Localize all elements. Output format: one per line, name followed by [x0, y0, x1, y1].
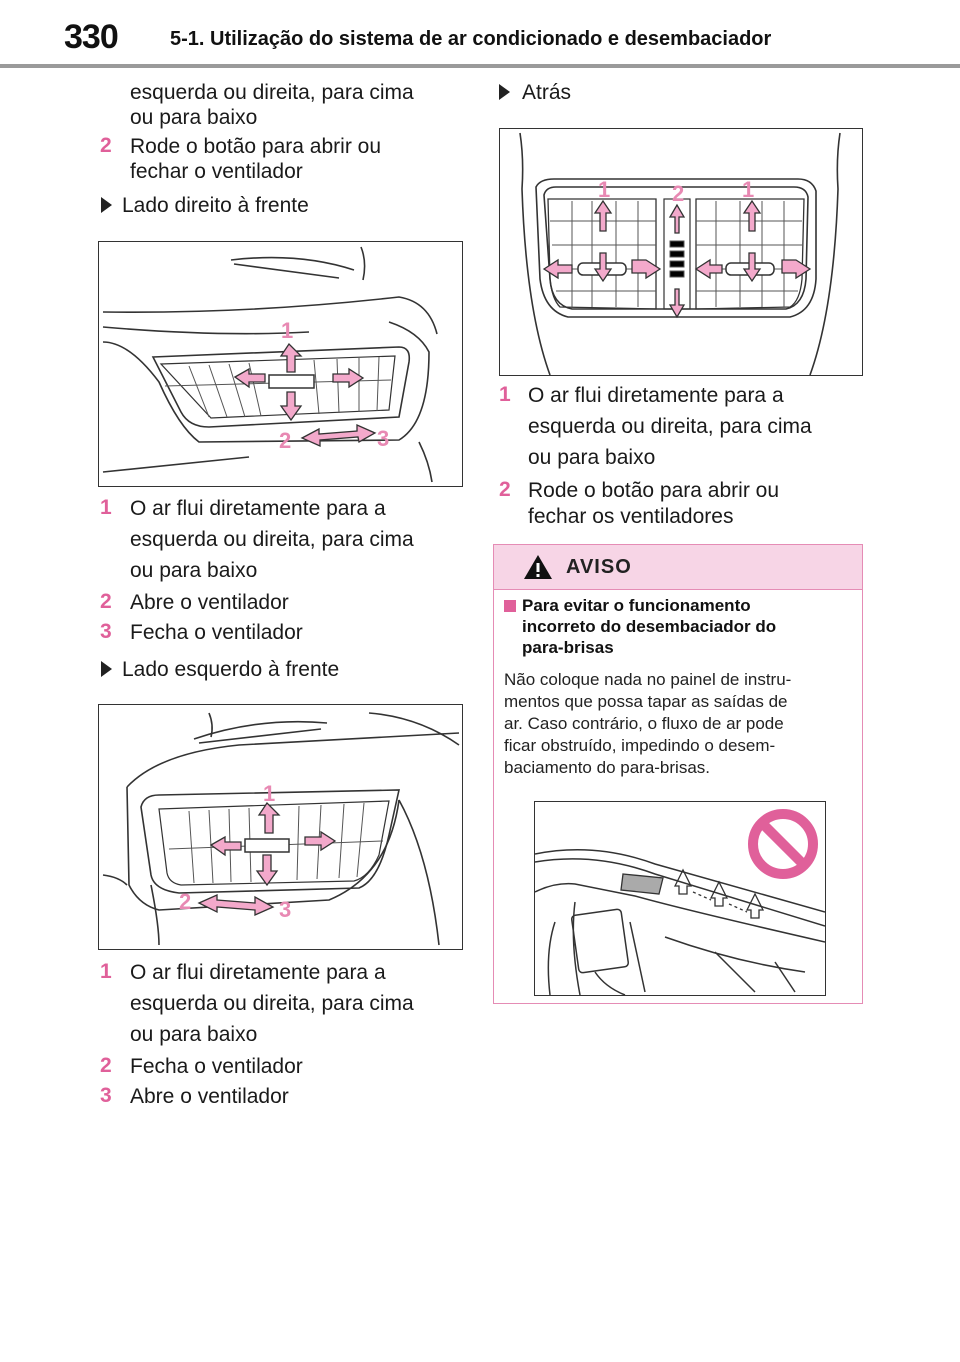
warning-body-line: ficar obstruído, impedindo o desem-: [504, 736, 776, 755]
intro-text-line-1: esquerda ou direita, para cima: [130, 81, 414, 104]
item-text: esquerda ou direita, para cima: [130, 992, 414, 1015]
item-text: ou para baixo: [130, 1023, 258, 1046]
callout-label: 1: [598, 177, 610, 202]
item-text: Rode o botão para abrir ou: [528, 479, 780, 502]
warning-title: AVISO: [566, 556, 632, 578]
item-number: 2: [100, 134, 112, 157]
bullet-triangle-icon: [101, 661, 112, 677]
callout-label: 3: [279, 897, 291, 922]
page-number: 330: [64, 18, 119, 56]
intro-item-2-line-2: fechar o ventilador: [130, 160, 303, 183]
section-title: 5-1. Utilização do sistema de ar condici…: [170, 28, 772, 50]
warning-body-line: baciamento do para-brisas.: [504, 758, 711, 777]
warning-subtitle-line: para-brisas: [522, 638, 614, 657]
item-text: esquerda ou direita, para cima: [130, 528, 414, 551]
item-text: ou para baixo: [528, 446, 656, 469]
front-right-vent-illustration: 1 2 3: [98, 241, 463, 487]
rear-vent-illustration: 1 2 1: [499, 128, 863, 376]
item-number: 1: [499, 383, 511, 406]
header-rule: [0, 64, 960, 68]
warning-body-line: Não coloque nada no painel de instru-: [504, 670, 792, 689]
item-text: Abre o ventilador: [130, 591, 289, 614]
page-header: 330 5-1. Utilização do sistema de ar con…: [0, 0, 960, 70]
item-number: 3: [100, 620, 112, 643]
intro-item-2-line-1: Rode o botão para abrir ou: [130, 135, 382, 158]
item-number: 3: [100, 1084, 112, 1107]
callout-label: 2: [279, 428, 291, 453]
front-left-heading: Lado esquerdo à frente: [122, 658, 340, 681]
intro-text-line-2: ou para baixo: [130, 106, 258, 129]
callout-label: 1: [263, 781, 275, 806]
bullet-triangle-icon: [101, 197, 112, 213]
front-right-heading: Lado direito à frente: [122, 194, 309, 217]
item-number: 2: [100, 1054, 112, 1077]
warning-header: AVISO: [494, 545, 862, 590]
warning-triangle-icon: [524, 555, 552, 579]
item-text: Abre o ventilador: [130, 1085, 289, 1108]
callout-label: 1: [281, 318, 293, 343]
item-number: 2: [499, 478, 511, 501]
callout-label: 3: [377, 426, 389, 451]
item-number: 1: [100, 960, 112, 983]
warning-subtitle-line: incorreto do desembaciador do: [522, 617, 777, 636]
callout-label: 2: [672, 181, 684, 206]
callout-label: 1: [742, 177, 754, 202]
item-text: O ar flui diretamente para a: [130, 961, 386, 984]
item-number: 1: [100, 496, 112, 519]
item-text: esquerda ou direita, para cima: [528, 415, 812, 438]
square-bullet-icon: [504, 600, 516, 612]
item-text: Fecha o ventilador: [130, 621, 303, 644]
warning-subtitle-line: Para evitar o funcionamento: [522, 596, 751, 615]
front-left-vent-illustration: 1 2 3: [98, 704, 463, 950]
warning-box: AVISO Para evitar o funcionamento incorr…: [493, 544, 863, 1004]
item-text: fechar os ventiladores: [528, 505, 734, 528]
warning-subtitle: Para evitar o funcionamento incorreto do…: [522, 595, 842, 658]
item-number: 2: [100, 590, 112, 613]
warning-body-line: mentos que possa tapar as saídas de: [504, 692, 788, 711]
item-text: Fecha o ventilador: [130, 1055, 303, 1078]
warning-body: Não coloque nada no painel de instru- me…: [504, 669, 849, 779]
callout-label: 2: [179, 889, 191, 914]
dashboard-obstruction-illustration: [534, 801, 826, 996]
rear-heading: Atrás: [522, 81, 572, 104]
warning-body-line: ar. Caso contrário, o fluxo de ar pode: [504, 714, 784, 733]
bullet-triangle-icon: [499, 84, 510, 100]
item-text: ou para baixo: [130, 559, 258, 582]
item-text: O ar flui diretamente para a: [130, 497, 386, 520]
item-text: O ar flui diretamente para a: [528, 384, 784, 407]
